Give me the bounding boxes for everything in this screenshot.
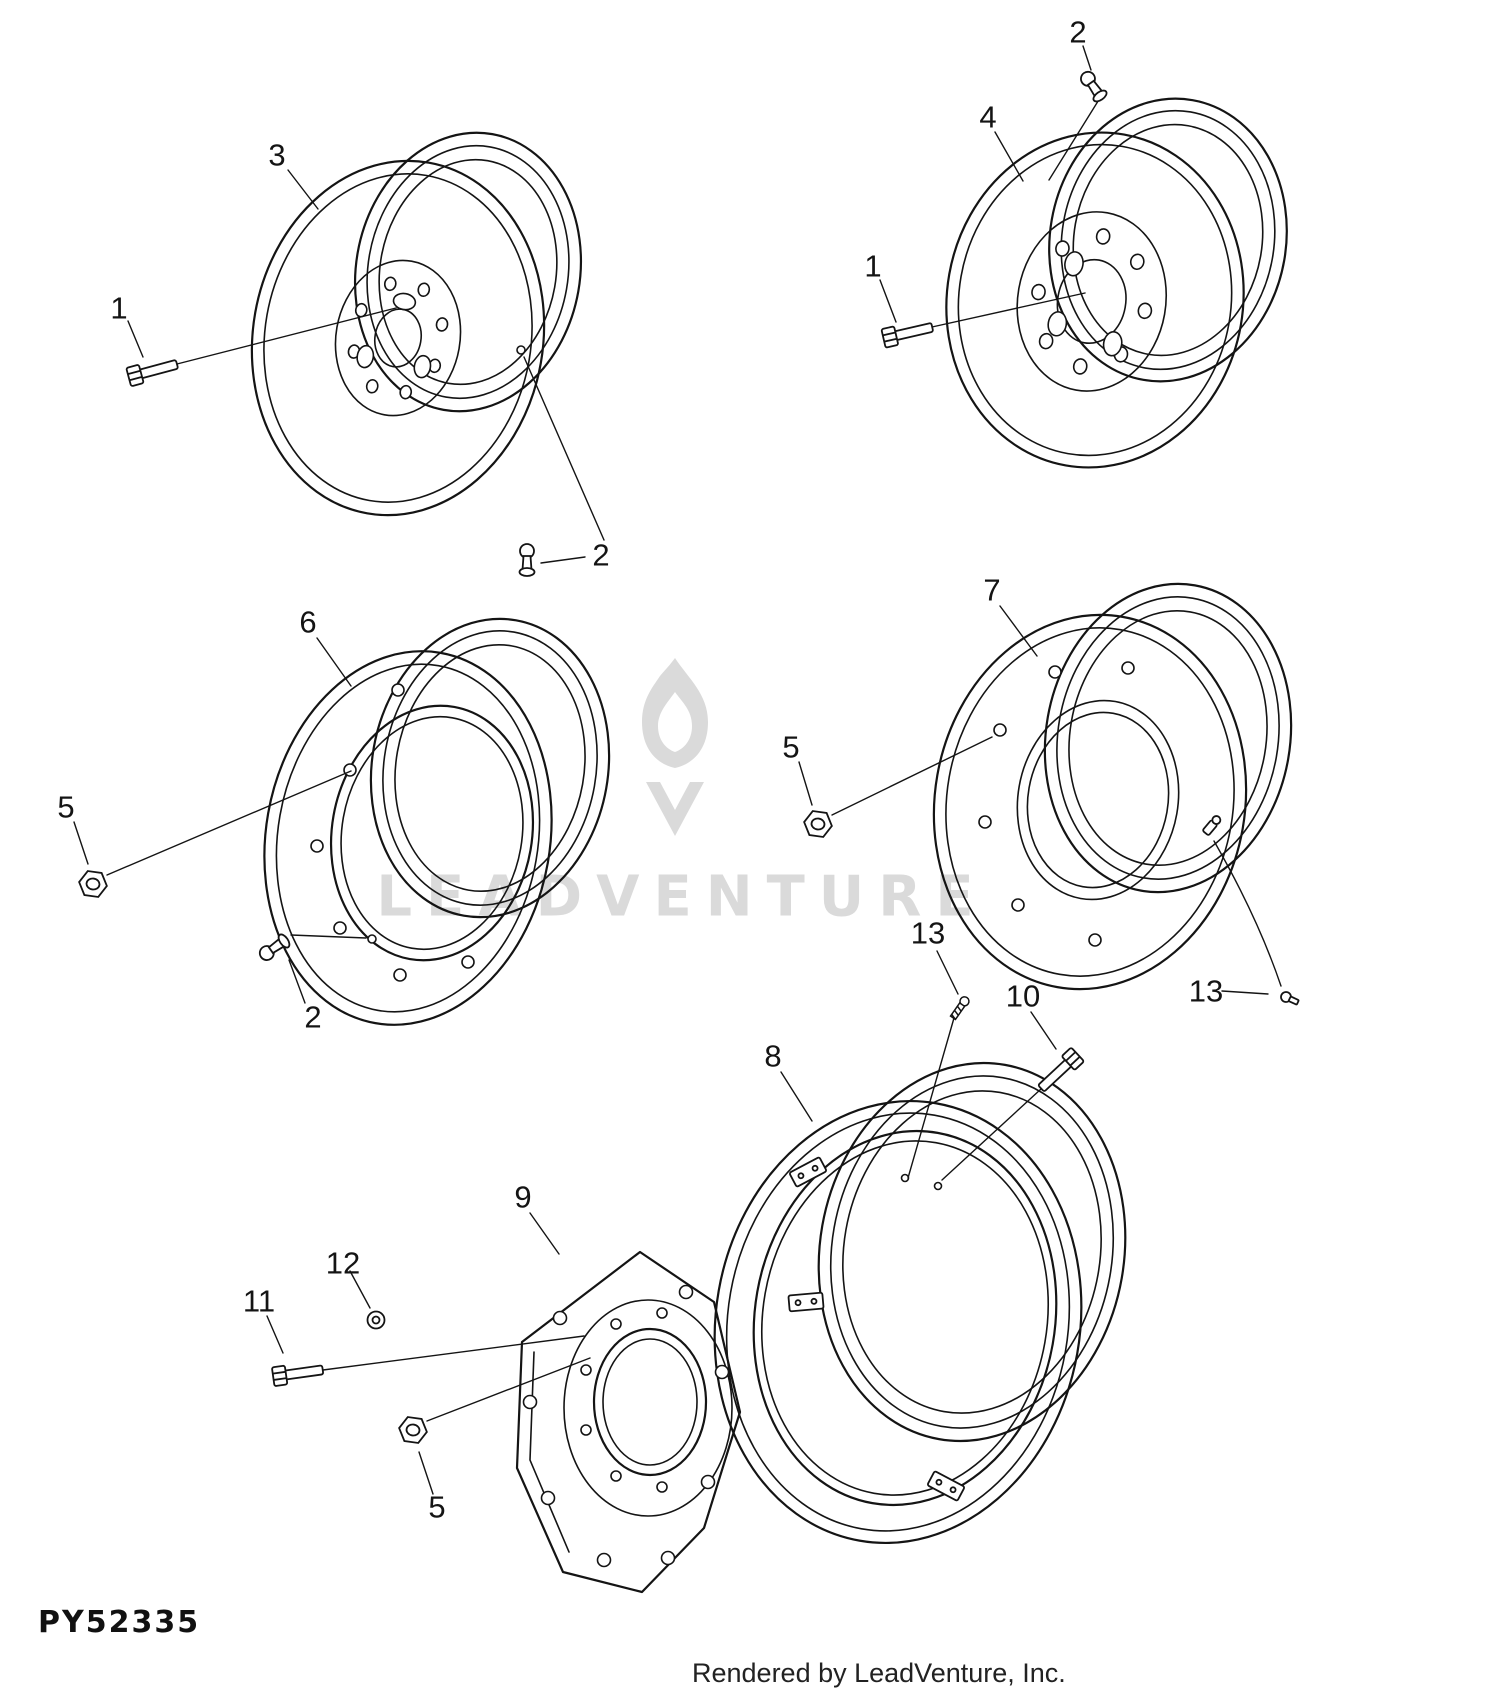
callout-7: 7	[983, 573, 1000, 608]
callout-3: 3	[268, 138, 285, 173]
callout-5: 5	[57, 790, 74, 825]
callout-2: 2	[1069, 15, 1086, 50]
valve-core-icon	[948, 994, 972, 1022]
rim-valve-stem	[1202, 815, 1222, 836]
wheel-drawing-4	[945, 97, 1288, 469]
rim-clamp	[927, 1470, 965, 1502]
valve-stem-icon	[255, 931, 293, 965]
hardware-parts	[76, 67, 1300, 1445]
rim-clamp	[789, 1156, 827, 1188]
wheel-center-disc-9	[515, 1250, 742, 1594]
hex-bolt-icon	[880, 317, 936, 349]
footer-credit: Rendered by LeadVenture, Inc.	[692, 1658, 1066, 1688]
valve-hole	[367, 934, 377, 944]
callout-10: 10	[1006, 979, 1040, 1014]
wheel-drawing-3	[250, 131, 583, 517]
callout-2: 2	[592, 538, 609, 573]
leadventure-watermark: LEADVENTURE	[376, 658, 987, 930]
hex-bolt-icon	[270, 1359, 325, 1388]
valve-cap-icon	[1280, 991, 1300, 1006]
wheel-drawing-6	[263, 617, 611, 1026]
callout-labels: 3 1 2 2 4 1 6 5 2 7 5 13 8 13 10 9 11 12…	[57, 15, 1223, 1525]
valve-hole	[516, 345, 526, 355]
callout-1: 1	[864, 249, 881, 284]
callout-2: 2	[304, 1000, 321, 1035]
wheel-drawing-8	[713, 1061, 1127, 1544]
callout-5: 5	[782, 730, 799, 765]
washer-icon	[366, 1310, 386, 1330]
callout-13: 13	[1189, 974, 1223, 1009]
hex-bolt-icon	[125, 354, 181, 388]
hex-nut-icon	[396, 1415, 430, 1445]
wheel-drawing-7	[932, 582, 1293, 991]
leader-lines	[73, 45, 1282, 1495]
valve-stem-icon	[518, 543, 536, 577]
callout-9: 9	[514, 1180, 531, 1215]
valve-stem-icon	[1076, 67, 1110, 105]
part-code: PY52335	[38, 1605, 200, 1640]
rim-clamp	[787, 1291, 825, 1313]
callout-6: 6	[299, 605, 316, 640]
watermark-text: LEADVENTURE	[376, 865, 987, 930]
leadventure-flame-icon	[642, 658, 708, 836]
callout-11: 11	[243, 1284, 275, 1319]
callout-4: 4	[979, 100, 996, 135]
callout-1: 1	[110, 291, 127, 326]
callout-12: 12	[326, 1246, 360, 1281]
callout-5: 5	[428, 1490, 445, 1525]
hex-nut-icon	[76, 869, 110, 899]
hex-nut-icon	[801, 809, 835, 839]
callout-13: 13	[911, 916, 945, 951]
callout-8: 8	[764, 1039, 781, 1074]
